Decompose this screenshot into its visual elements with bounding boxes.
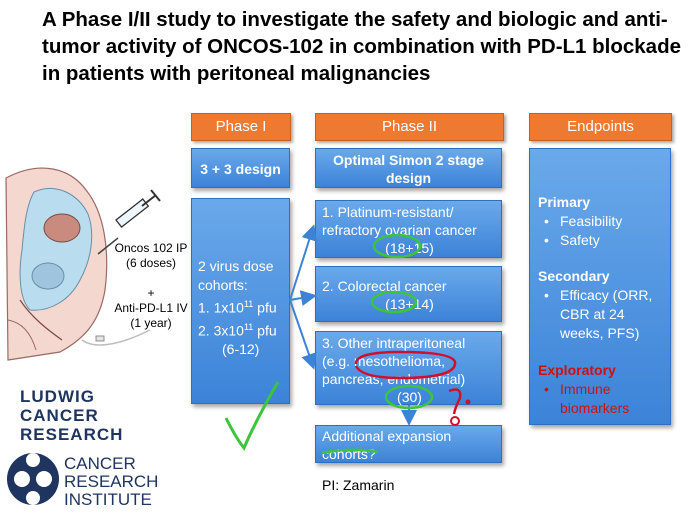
annotation-circle-cohort1 xyxy=(372,233,422,259)
cohort2-n: (13+14) xyxy=(385,296,434,312)
cohort1-n: (18+15) xyxy=(385,240,434,256)
cohort3-highlight: mesothelioma xyxy=(353,353,442,369)
annotation-red-mesothelioma xyxy=(354,350,457,380)
treatment-drug2: + Anti-PD-L1 IV (1 year) xyxy=(114,286,188,330)
annotation-checkmark xyxy=(224,381,280,451)
annotation-circle-cohort2 xyxy=(370,290,418,314)
annotation-red-dot2 xyxy=(465,399,471,405)
annotation-red-dot1 xyxy=(450,416,460,426)
phase2-design-text: Optimal Simon 2 stage design xyxy=(333,152,484,186)
annotation-red-question xyxy=(448,388,462,415)
arrow-to-cohort2 xyxy=(289,290,317,306)
phase2-cohort1-box: 1. Platinum-resistant/ refractory ovaria… xyxy=(315,200,502,258)
primary-item-feasibility: Feasibility xyxy=(538,212,666,231)
cohort3-label: 3. Other intraperitoneal (e.g. mesotheli… xyxy=(322,335,466,387)
cohort3-n: (30) xyxy=(397,389,422,405)
arrow-to-cohort3 xyxy=(289,299,317,370)
phase2-design-box: Optimal Simon 2 stage design xyxy=(315,148,502,188)
phase2-expansion-box: Additional expansion cohorts? xyxy=(315,425,502,463)
arrow-to-cohort1 xyxy=(289,224,317,301)
cri-logo-icon xyxy=(7,453,59,505)
phase1-dose1: 1. 1x1011 pfu xyxy=(198,299,277,316)
phase2-header: Phase II xyxy=(315,113,504,141)
phase1-design-text: 3 + 3 design xyxy=(200,161,281,177)
endpoints-box: Primary Feasibility Safety Secondary Eff… xyxy=(529,148,671,425)
ludwig-logo: LUDWIG CANCER RESEARCH xyxy=(20,387,124,444)
annotation-underline-expansion xyxy=(321,448,379,455)
secondary-item-efficacy: Efficacy (ORR, CBR at 24 weeks, PFS) xyxy=(538,286,666,343)
phase1-header: Phase I xyxy=(191,113,291,141)
phase1-cohorts-box: 2 virus dose cohorts: 1. 1x1011 pfu 2. 3… xyxy=(191,198,290,404)
syringe-icon xyxy=(97,189,161,255)
primary-item-safety: Safety xyxy=(538,231,666,250)
cri-logo-text: CANCER RESEARCH INSTITUTE xyxy=(64,454,159,509)
treatment-drug1: Oncos 102 IP (6 doses) xyxy=(114,241,188,270)
phase1-dose2: 2. 3x1011 pfu xyxy=(198,321,277,339)
abdomen-illustration-icon xyxy=(5,167,108,361)
annotation-circle-cohort3 xyxy=(384,384,434,410)
exploratory-title: Exploratory xyxy=(538,362,616,378)
primary-title: Primary xyxy=(538,194,591,210)
cohort1-label: 1. Platinum-resistant/ refractory ovaria… xyxy=(322,204,477,238)
endpoints-header: Endpoints xyxy=(529,113,672,141)
slide-title: A Phase I/II study to investigate the sa… xyxy=(42,8,682,85)
phase1-design-box: 3 + 3 design xyxy=(191,148,290,188)
cohort2-label: 2. Colorectal cancer xyxy=(322,278,447,294)
phase1-n: (6-12) xyxy=(222,341,260,358)
iv-line-icon xyxy=(81,329,151,346)
secondary-title: Secondary xyxy=(538,268,610,284)
principal-investigator: PI: Zamarin xyxy=(322,477,395,493)
exploratory-item-biomarkers: Immune biomarkers xyxy=(538,380,666,418)
phase1-cohorts-title: 2 virus dose cohorts: xyxy=(198,258,274,293)
